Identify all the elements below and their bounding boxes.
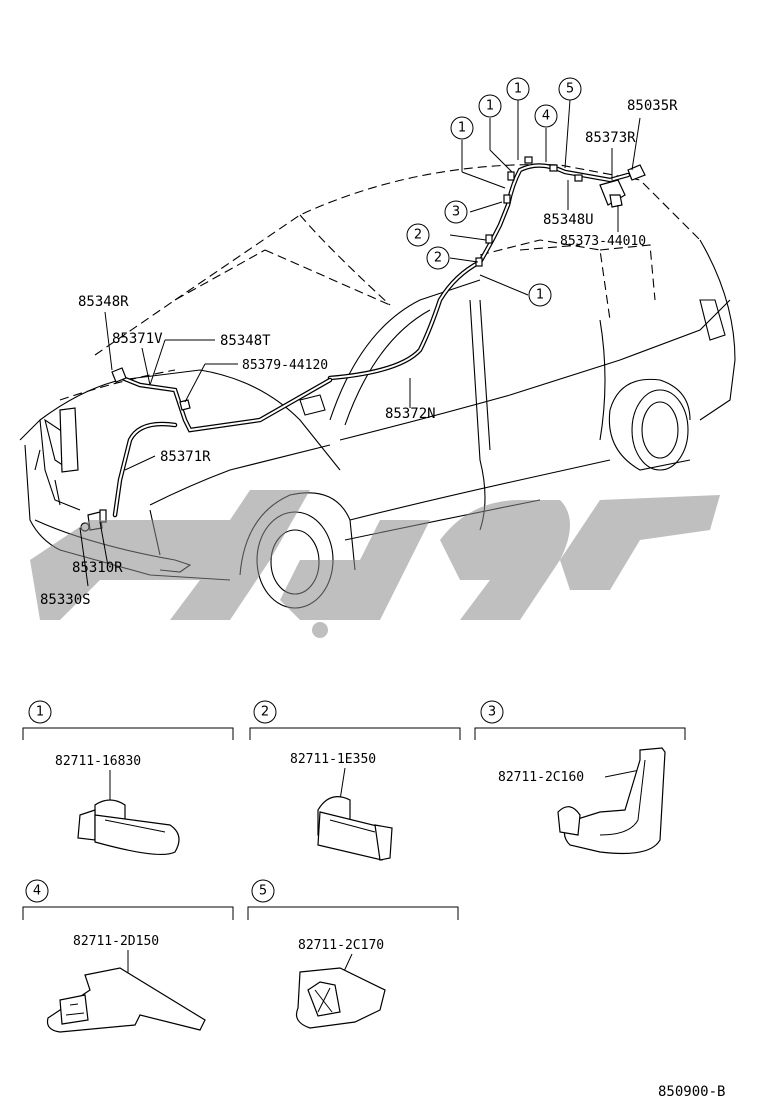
- svg-text:1: 1: [36, 705, 44, 720]
- washer-hose-rear: [327, 163, 631, 381]
- svg-text:2: 2: [434, 251, 442, 266]
- svg-text:4: 4: [33, 884, 41, 899]
- svg-text:2: 2: [414, 228, 422, 243]
- callout-labels: 85035R 85373R 85348U 85373-44010 85348R …: [40, 98, 678, 608]
- svg-text:5: 5: [566, 82, 574, 97]
- washer-jar-icon: [59, 407, 107, 532]
- callout-85348R: 85348R: [78, 294, 129, 310]
- callout-85035R: 85035R: [627, 98, 678, 114]
- ref-circle-2a: 2: [406, 223, 430, 247]
- ref-circle-3: 3: [444, 200, 468, 224]
- ref-circle-4: 4: [534, 104, 558, 128]
- ref-circle-1d: 1: [528, 283, 552, 307]
- rear-nozzle-icon: [599, 164, 646, 208]
- svg-text:1: 1: [486, 99, 494, 114]
- clamp-panel-2: 2 82711-1E350: [249, 700, 461, 861]
- callout-85310R: 85310R: [72, 560, 123, 576]
- diagram-code: 850900-B: [658, 1084, 725, 1100]
- callout-85379-44120: 85379-44120: [242, 358, 328, 373]
- clamp-panel-5: 5 82711-2C170: [247, 879, 459, 1029]
- svg-text:1: 1: [536, 288, 544, 303]
- svg-text:1: 1: [458, 121, 466, 136]
- washer-hose-front: [112, 372, 333, 518]
- clamp-part-1: 82711-16830: [55, 754, 141, 769]
- callout-85330S: 85330S: [40, 592, 91, 608]
- clamp-4-icon: [46, 967, 206, 1033]
- clamp-5-icon: [295, 967, 386, 1029]
- clamp-part-3: 82711-2C160: [498, 770, 584, 785]
- clamp-1-icon: [77, 799, 180, 856]
- svg-text:2: 2: [261, 705, 269, 720]
- svg-text:1: 1: [514, 82, 522, 97]
- ref-circle-1b: 1: [478, 94, 502, 118]
- clamp-part-4: 82711-2D150: [73, 934, 159, 949]
- svg-text:3: 3: [488, 705, 496, 720]
- clamp-panel-1: 1 82711-16830: [22, 700, 234, 856]
- callout-85371R: 85371R: [160, 449, 211, 465]
- watermark: [30, 490, 720, 638]
- callout-85372N: 85372N: [385, 406, 436, 422]
- callout-85373R: 85373R: [585, 130, 636, 146]
- leader-lines: [79, 99, 641, 587]
- callout-85348T: 85348T: [220, 333, 271, 349]
- clamp-part-5: 82711-2C170: [298, 938, 384, 953]
- ref-circle-1c: 1: [506, 77, 530, 101]
- clamp-part-2: 82711-1E350: [290, 752, 376, 767]
- callout-85373-44010: 85373-44010: [560, 234, 646, 249]
- ref-circle-2b: 2: [426, 246, 450, 270]
- hose-clamp-markers: [475, 156, 583, 267]
- clamp-panel-4: 4 82711-2D150: [22, 879, 234, 1033]
- svg-text:4: 4: [542, 109, 550, 124]
- ref-circles-top: 1 1 1 4 5 3 2 2 1: [406, 77, 582, 307]
- clamp-3-icon: [557, 747, 666, 855]
- clamp-2-icon: [317, 796, 393, 861]
- svg-text:3: 3: [452, 205, 460, 220]
- ref-circle-1a: 1: [450, 116, 474, 140]
- clamp-panel-3: 3 82711-2C160: [474, 700, 686, 855]
- ref-circle-5: 5: [558, 77, 582, 101]
- callout-85371V: 85371V: [112, 331, 163, 347]
- callout-85348U: 85348U: [543, 212, 594, 228]
- svg-text:5: 5: [259, 884, 267, 899]
